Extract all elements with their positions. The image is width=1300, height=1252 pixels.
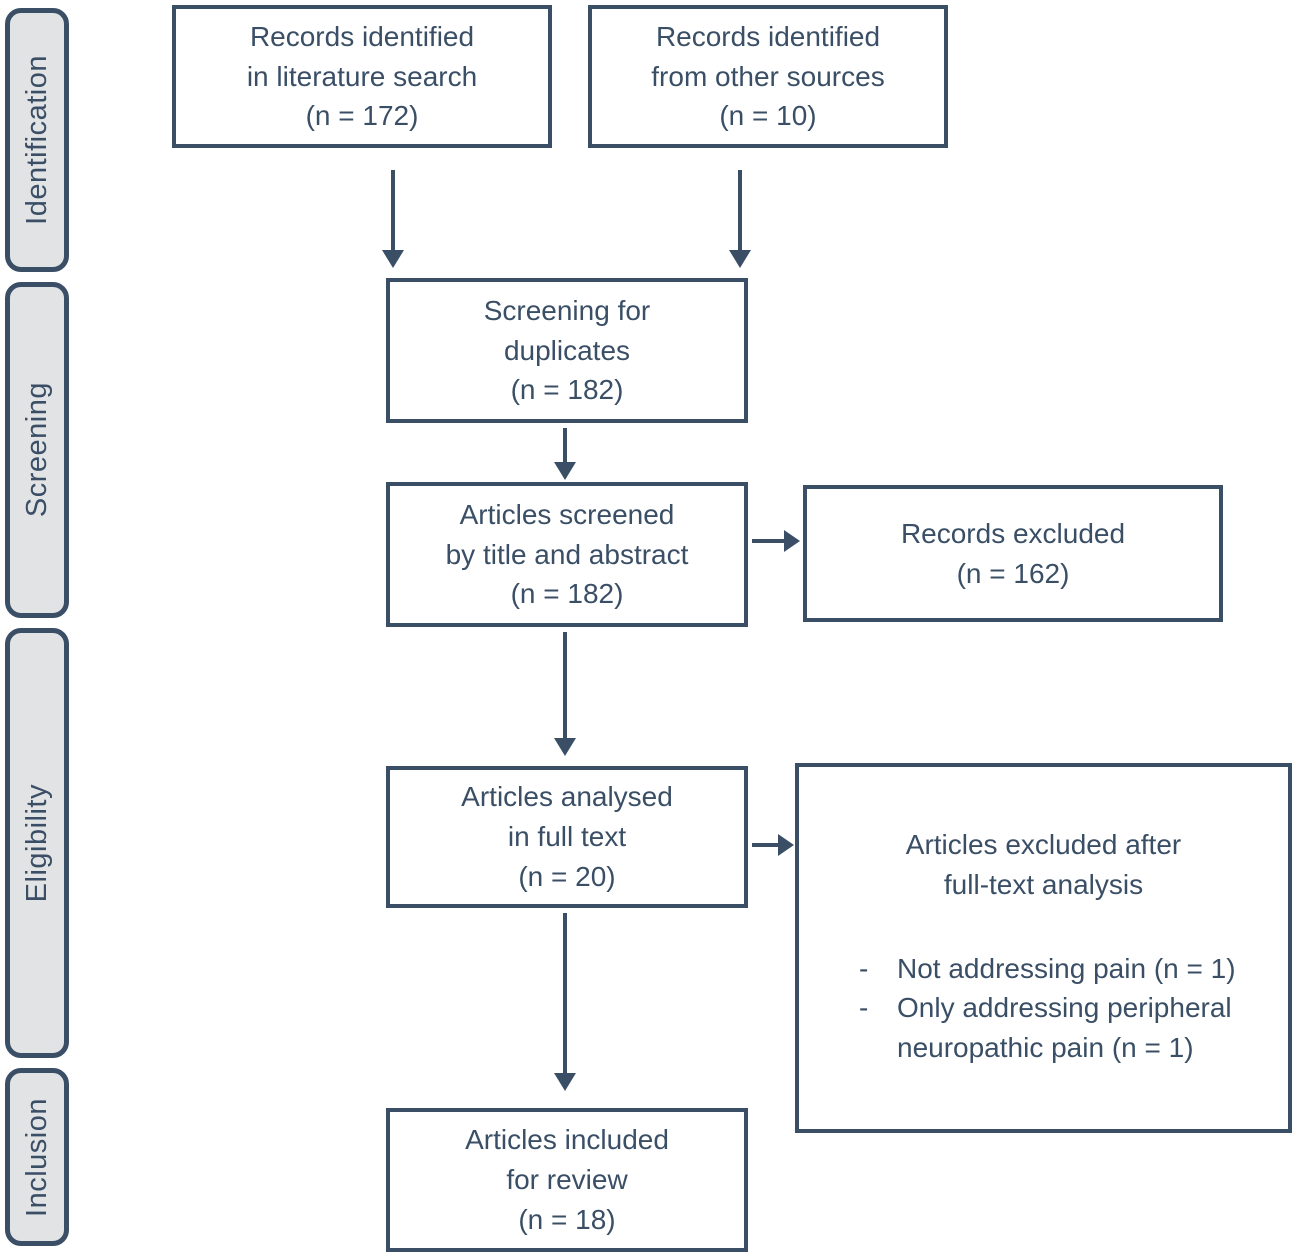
arrow-down-screened-to-fulltext [554,632,576,756]
box-screened-title-abstract: Articles screened by title and abstract … [386,482,748,627]
box-records-other-sources: Records identified from other sources (n… [588,5,948,148]
box-text-line: (n = 10) [719,100,817,132]
box-text-line: from other sources [651,60,885,92]
box-screening-duplicates: Screening for duplicates (n = 182) [386,278,748,423]
arrow-head-icon [784,530,800,552]
box-text-line: (n = 20) [518,860,616,892]
box-text-line: neuropathic pain (n = 1) [897,1032,1194,1063]
arrow-stem [563,428,567,463]
box-records-excluded: Records excluded (n = 162) [803,485,1223,622]
box-records-literature: Records identified in literature search … [172,5,552,148]
stage-inclusion-label: Inclusion [20,1097,53,1217]
box-text-line: in literature search [246,60,478,92]
arrow-head-icon [554,738,576,756]
stage-screening-label: Screening [20,382,53,518]
arrow-down-other-to-duplicates [729,170,751,268]
box-text-line: Records excluded [900,517,1126,549]
box-text-line: (n = 162) [956,557,1070,589]
box-text-line: Articles included [465,1124,669,1156]
arrow-head-icon [729,250,751,268]
arrow-head-icon [778,834,794,856]
box-fulltext-excluded: Articles excluded after full-text analys… [795,763,1292,1133]
box-fulltext-analysed: Articles analysed in full text (n = 20) [386,766,748,908]
box-text-line: Records identified [655,20,881,52]
arrow-stem [563,913,567,1074]
box-text-line: (n = 172) [305,100,419,132]
arrow-down-duplicates-to-screened [554,428,576,480]
arrow-down-fulltext-to-included [554,913,576,1091]
arrow-right-fulltext-to-excluded [752,834,794,856]
fulltext-excluded-heading: Articles excluded after full-text analys… [906,825,1181,905]
box-text-line: full-text analysis [943,868,1144,900]
arrow-down-literature-to-duplicates [382,170,404,268]
box-text-line: Articles excluded after [905,829,1182,860]
arrow-stem [391,170,395,251]
box-text-line: duplicates [503,334,631,366]
box-text-line: Records identified [249,20,475,52]
arrow-stem [752,539,785,543]
stage-eligibility: Eligibility [5,628,69,1058]
exclusion-reason-item: - Not addressing pain (n = 1) [859,949,1276,989]
box-text-line: Not addressing pain (n = 1) [897,952,1236,984]
box-text-line: (n = 182) [510,374,624,406]
box-text-line: for review [506,1164,628,1196]
box-text-line: in full text [507,821,627,853]
box-text-line: (n = 18) [518,1203,616,1235]
arrow-stem [563,632,567,739]
box-text-line: Articles screened [459,498,675,530]
fulltext-excluded-reasons: - Not addressing pain (n = 1) - Only add… [799,949,1288,1068]
box-text-line: by title and abstract [445,538,689,570]
arrow-right-screened-to-excluded [752,530,800,552]
arrow-stem [752,843,779,847]
exclusion-reason-item: - Only addressing peripheral neuropathic… [859,988,1276,1068]
box-text-line: Articles analysed [461,781,673,813]
exclusion-reason-text: Not addressing pain (n = 1) [897,949,1236,989]
box-text-line: (n = 182) [510,578,624,610]
box-included-review: Articles included for review (n = 18) [386,1108,748,1252]
arrow-head-icon [382,250,404,268]
bullet-dash: - [859,992,869,1024]
bullet-dash: - [859,952,869,984]
box-text-line: Only addressing peripheral [897,992,1232,1024]
arrow-stem [738,170,742,251]
arrow-head-icon [554,462,576,480]
stage-screening: Screening [5,282,69,618]
stage-identification: Identification [5,8,69,272]
stage-identification-label: Identification [20,55,53,225]
exclusion-reason-text: Only addressing peripheral neuropathic p… [897,988,1232,1068]
arrow-head-icon [554,1073,576,1091]
stage-eligibility-label: Eligibility [20,783,53,903]
box-text-line: Screening for [483,294,651,326]
stage-inclusion: Inclusion [5,1068,69,1246]
